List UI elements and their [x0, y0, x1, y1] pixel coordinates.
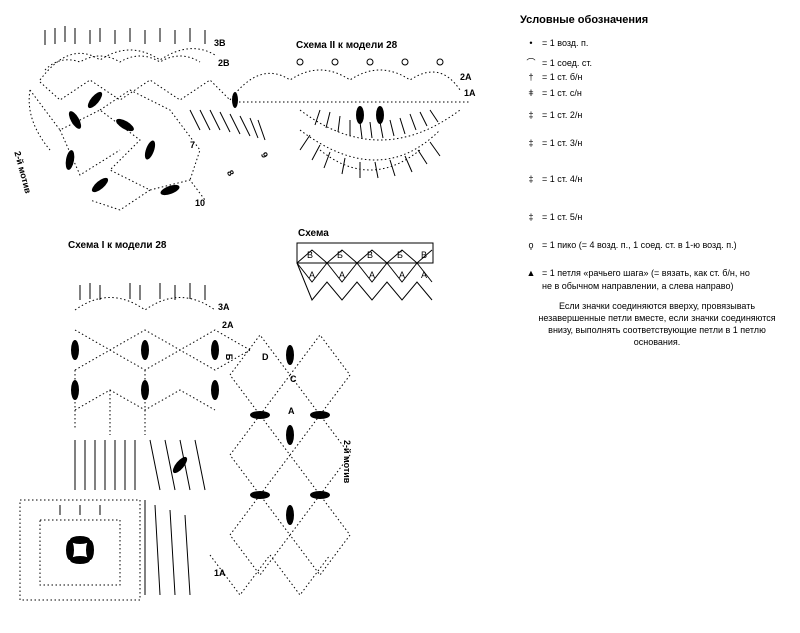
- legend-note: Если значки соединяются вверху, провязыв…: [538, 301, 776, 347]
- treble-4-icon: ‡: [528, 174, 534, 184]
- legend-item-3n: ‡ = 1 ст. 3/н: [520, 138, 582, 148]
- treble-5-icon: ‡: [528, 212, 534, 222]
- scheme-2-title: Схема II к модели 28: [296, 40, 398, 51]
- scheme-top-label: В: [421, 250, 427, 260]
- legend-item-4n: ‡ = 1 ст. 4/н: [520, 174, 582, 184]
- scheme-top-label: Б: [337, 250, 343, 260]
- legend: Условные обозначения: [520, 14, 792, 36]
- row-label-3a: 3А: [218, 302, 230, 312]
- slip-stitch-icon: ⌒: [526, 58, 536, 68]
- treble-3-icon: ‡: [528, 138, 534, 148]
- crab-stitch-icon: ▲: [526, 268, 536, 278]
- scheme-top-label: Б: [397, 250, 403, 260]
- scheme-title: Схема: [298, 228, 329, 239]
- section-label-c: С: [290, 374, 297, 384]
- scheme-layout-diagram: В Б В Б В А А А А А: [296, 242, 434, 301]
- legend-item-slip: ⌒ = 1 соед. ст.: [520, 56, 592, 69]
- scheme-top-label: В: [367, 250, 373, 260]
- scheme-bottom-label: А: [399, 270, 405, 280]
- legend-items: • = 1 возд. п. ⌒ = 1 соед. ст. † = 1 ст.…: [520, 0, 795, 300]
- row-number-10: 10: [195, 198, 206, 208]
- row-label-2a: 2А: [460, 72, 472, 82]
- legend-item-double: ǂ = 1 ст. с/н: [520, 88, 582, 98]
- motif-2-label-bottom: 2-й мотив: [342, 440, 352, 484]
- legend-item-single: † = 1 ст. б/н: [520, 72, 582, 82]
- scheme-bottom-label: А: [421, 270, 427, 280]
- legend-item-crab-cont: не в обычном направлении, а слева направ…: [542, 281, 734, 291]
- double-crochet-icon: ǂ: [528, 88, 534, 98]
- row-label-2a-scheme1: 2А: [222, 320, 234, 330]
- row-label-3b: 3В: [214, 38, 226, 48]
- section-label-d: D: [262, 352, 269, 362]
- legend-item-chain: • = 1 возд. п.: [520, 38, 588, 48]
- scheme-bottom-label: А: [369, 270, 375, 280]
- treble-2-icon: ‡: [528, 110, 534, 120]
- legend-title: Условные обозначения: [520, 14, 649, 26]
- row-label-1a-scheme1: 1А: [214, 568, 226, 578]
- section-label-b: Б: [224, 353, 235, 361]
- scheme-top-label: В: [307, 250, 313, 260]
- row-label-2b: 2В: [218, 58, 230, 68]
- legend-item-picot: ϙ = 1 пико (= 4 возд. п., 1 соед. ст. в …: [520, 240, 736, 250]
- chain-stitch-icon: •: [529, 38, 533, 48]
- legend-item-crab: ▲ = 1 петля «рачьего шага» (= вязать, ка…: [520, 268, 750, 278]
- single-crochet-icon: †: [528, 72, 534, 82]
- legend-item-2n: ‡ = 1 ст. 2/н: [520, 110, 582, 120]
- scheme-1-diagram: [19, 283, 351, 601]
- scheme-bottom-label: А: [339, 270, 345, 280]
- section-label-a: А: [288, 406, 295, 416]
- picot-icon: ϙ: [528, 240, 534, 250]
- row-label-1a: 1А: [464, 88, 476, 98]
- scheme-1-title: Схема I к модели 28: [68, 240, 167, 251]
- legend-item-5n: ‡ = 1 ст. 5/н: [520, 212, 582, 222]
- row-number-7: 7: [190, 140, 196, 150]
- scheme-bottom-label: А: [309, 270, 315, 280]
- scheme-2-diagram: [28, 26, 470, 211]
